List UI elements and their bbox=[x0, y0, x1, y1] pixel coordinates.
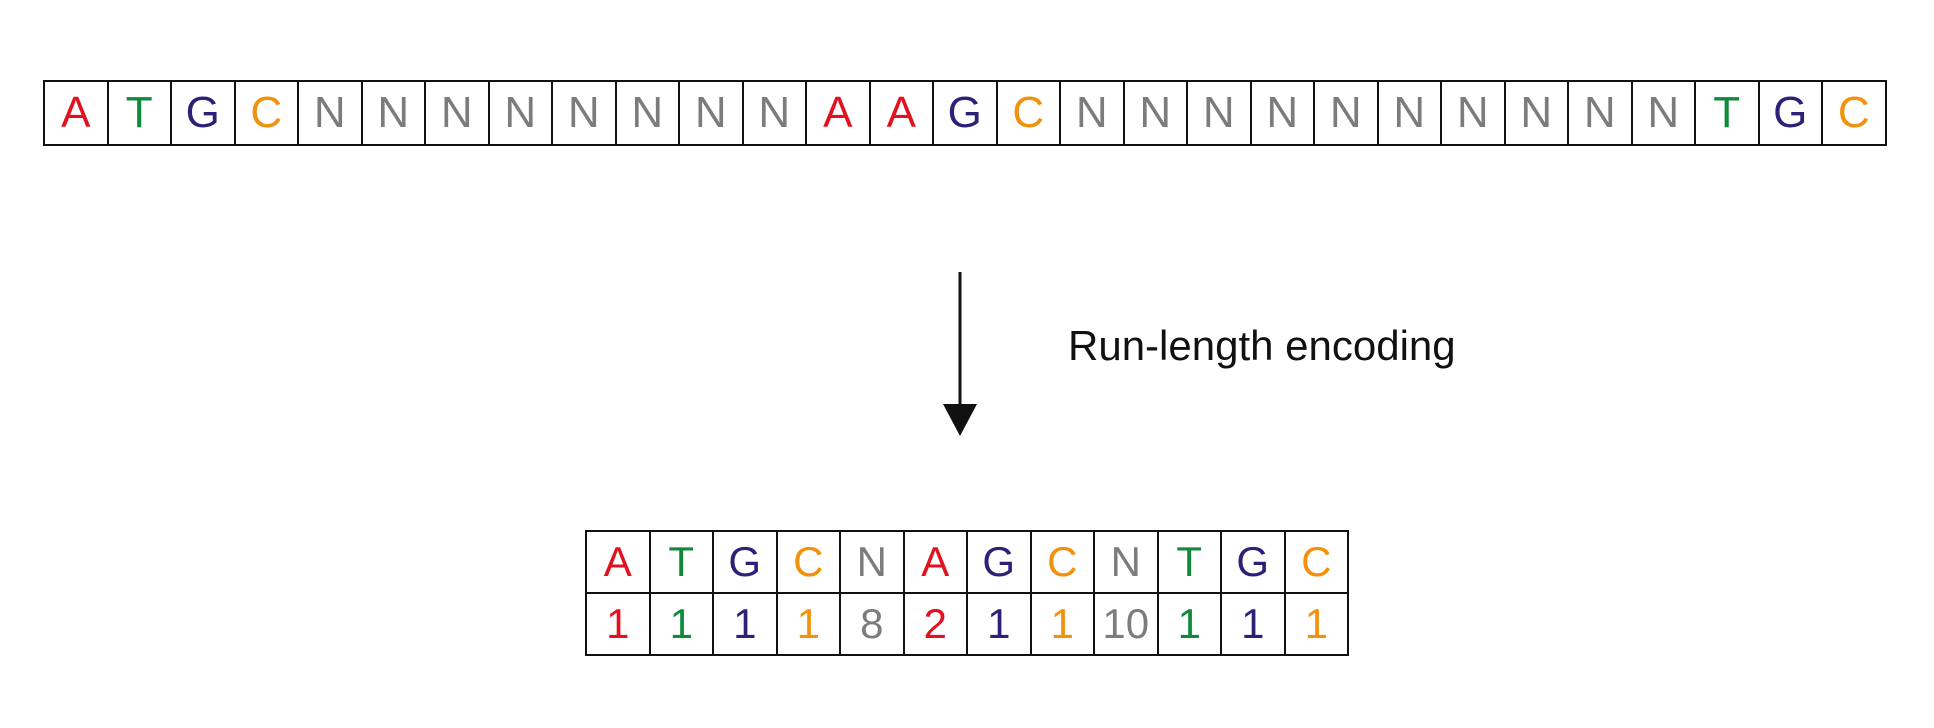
sequence-cell: A bbox=[868, 80, 934, 146]
encoded-count-cell: 1 bbox=[1029, 592, 1095, 656]
encoded-base-cell: N bbox=[1093, 530, 1159, 594]
encoded-count-cell: 1 bbox=[1156, 592, 1222, 656]
sequence-cell: N bbox=[1313, 80, 1379, 146]
encoded-base-cell: T bbox=[648, 530, 714, 594]
sequence-cell: N bbox=[297, 80, 363, 146]
sequence-cell: N bbox=[360, 80, 426, 146]
sequence-cell: N bbox=[1376, 80, 1442, 146]
sequence-cell: N bbox=[487, 80, 553, 146]
encoded-base-cell: G bbox=[966, 530, 1032, 594]
sequence-cell: G bbox=[932, 80, 998, 146]
encoded-base-cell: C bbox=[1029, 530, 1095, 594]
encoded-count-cell: 8 bbox=[839, 592, 905, 656]
sequence-cell: T bbox=[106, 80, 172, 146]
sequence-cell: N bbox=[1249, 80, 1315, 146]
encoded-base-cell: G bbox=[712, 530, 778, 594]
sequence-cell: C bbox=[233, 80, 299, 146]
encoded-count-cell: 1 bbox=[966, 592, 1032, 656]
arrow-label: Run-length encoding bbox=[1068, 322, 1456, 369]
encoded-count-cell: 1 bbox=[648, 592, 714, 656]
encoded-count-cell: 1 bbox=[775, 592, 841, 656]
encoded-count-cell: 1 bbox=[712, 592, 778, 656]
encoded-base-cell: C bbox=[775, 530, 841, 594]
sequence-cell: G bbox=[170, 80, 236, 146]
encoded-base-cell: T bbox=[1156, 530, 1222, 594]
sequence-cell: G bbox=[1757, 80, 1823, 146]
encoded-count-cell: 1 bbox=[1220, 592, 1286, 656]
encoded-count-cell: 1 bbox=[585, 592, 651, 656]
encoded-base-cell: G bbox=[1220, 530, 1286, 594]
sequence-cell: N bbox=[614, 80, 680, 146]
encoded-base-cell: N bbox=[839, 530, 905, 594]
sequence-cell: N bbox=[1122, 80, 1188, 146]
sequence-cell: N bbox=[1503, 80, 1569, 146]
sequence-cell: N bbox=[1059, 80, 1125, 146]
encoded-base-cell: A bbox=[902, 530, 968, 594]
encoded-base-cell: C bbox=[1283, 530, 1349, 594]
sequence-cell: N bbox=[424, 80, 490, 146]
down-arrow-icon bbox=[943, 272, 977, 436]
sequence-cell: A bbox=[805, 80, 871, 146]
sequence-cell: C bbox=[1821, 80, 1887, 146]
encoded-count-cell: 10 bbox=[1093, 592, 1159, 656]
sequence-cell: N bbox=[1630, 80, 1696, 146]
sequence-cell: N bbox=[741, 80, 807, 146]
sequence-cell: C bbox=[995, 80, 1061, 146]
sequence-cell: N bbox=[1186, 80, 1252, 146]
sequence-cell: N bbox=[1567, 80, 1633, 146]
sequence-cell: N bbox=[1440, 80, 1506, 146]
sequence-cell: A bbox=[43, 80, 109, 146]
encoded-count-cell: 2 bbox=[902, 592, 968, 656]
sequence-cell: T bbox=[1694, 80, 1760, 146]
sequence-cell: N bbox=[678, 80, 744, 146]
encoded-base-cell: A bbox=[585, 530, 651, 594]
encoded-count-cell: 1 bbox=[1283, 592, 1349, 656]
sequence-cell: N bbox=[551, 80, 617, 146]
